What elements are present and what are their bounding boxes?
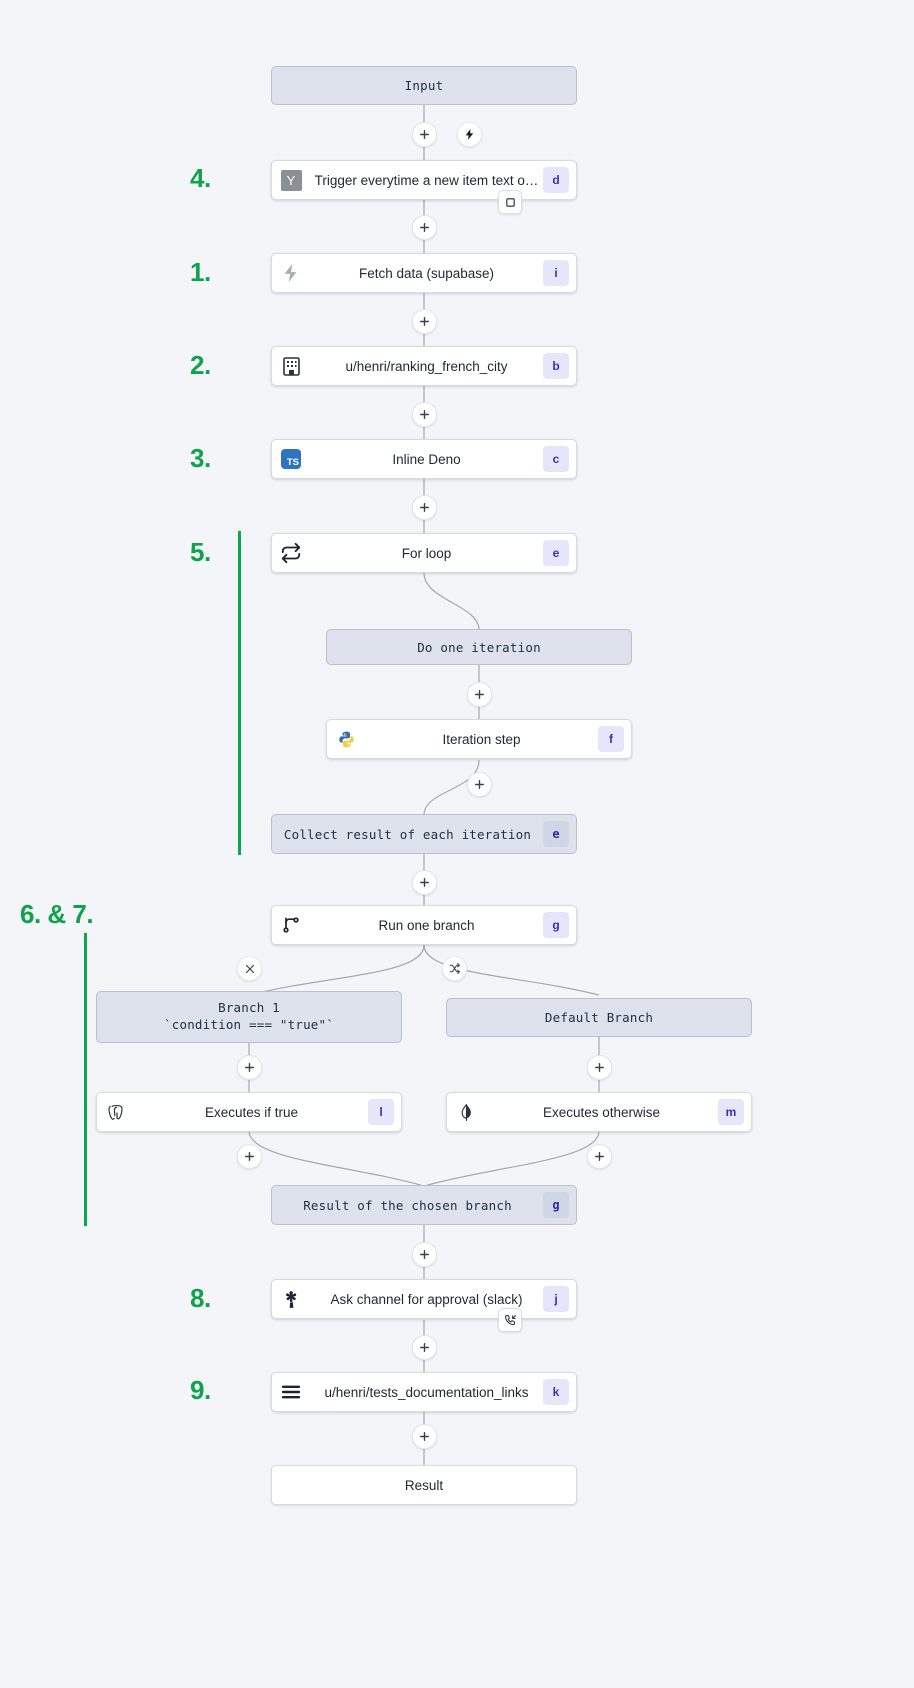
add-step-button[interactable] (412, 1424, 437, 1449)
node-iteration-step[interactable]: Iteration step f (326, 719, 632, 759)
y-combinator-icon: Y (272, 161, 310, 199)
add-step-button[interactable] (467, 682, 492, 707)
add-step-button[interactable] (412, 122, 437, 147)
node-trigger-badge: d (543, 167, 569, 193)
node-ranking-french-city-badge: b (543, 353, 569, 379)
add-step-button[interactable] (237, 1144, 262, 1169)
node-ranking-french-city[interactable]: u/henri/ranking_french_city b (271, 346, 577, 386)
add-step-button[interactable] (587, 1055, 612, 1080)
node-default-branch[interactable]: Default Branch (446, 998, 752, 1037)
node-fetch-data-badge: i (543, 260, 569, 286)
node-result-label: Result (404, 1477, 444, 1493)
node-ranking-french-city-label: u/henri/ranking_french_city (345, 358, 508, 374)
node-run-one-branch-badge: g (543, 912, 569, 938)
mongodb-icon (447, 1093, 485, 1131)
node-trigger[interactable]: Y Trigger everytime a new item text o… d (271, 160, 577, 200)
git-branch-icon (272, 906, 310, 944)
node-result-of-chosen-branch[interactable]: Result of the chosen branch g (271, 1185, 577, 1225)
step-label-4: 4. (190, 163, 211, 193)
node-result[interactable]: Result (271, 1465, 577, 1505)
node-executes-if-true-label: Executes if true (204, 1104, 299, 1120)
asterisk-gear-icon (272, 1280, 310, 1318)
add-step-button[interactable] (467, 772, 492, 797)
node-collect-result-label: Collect result of each iteration (283, 826, 532, 842)
node-ask-channel-approval-label: Ask channel for approval (slack) (330, 1291, 523, 1307)
node-default-branch-label: Default Branch (544, 1010, 654, 1025)
add-step-button[interactable] (412, 309, 437, 334)
loop-arrows-icon (272, 534, 310, 572)
building-icon (272, 347, 310, 385)
node-executes-otherwise[interactable]: Executes otherwise m (446, 1092, 752, 1132)
node-inline-deno-label: Inline Deno (392, 451, 461, 467)
node-inline-deno-badge: c (543, 446, 569, 472)
step-label-1: 1. (190, 257, 211, 287)
node-iteration-step-badge: f (598, 726, 624, 752)
node-executes-if-true-badge: l (368, 1099, 394, 1125)
step-label-5: 5. (190, 537, 211, 567)
postgresql-icon (97, 1093, 135, 1131)
python-icon (327, 720, 365, 758)
node-input[interactable]: Input (271, 66, 577, 105)
add-step-button[interactable] (412, 402, 437, 427)
node-iteration-step-label: Iteration step (442, 731, 521, 747)
approval-callback-button[interactable] (498, 1308, 522, 1332)
node-ask-channel-approval-badge: j (543, 1286, 569, 1312)
add-step-button[interactable] (412, 870, 437, 895)
node-run-one-branch-label: Run one branch (378, 917, 475, 933)
node-for-loop[interactable]: For loop e (271, 533, 577, 573)
node-fetch-data[interactable]: Fetch data (supabase) i (271, 253, 577, 293)
node-result-of-chosen-branch-label: Result of the chosen branch (303, 1197, 512, 1213)
node-executes-if-true[interactable]: Executes if true l (96, 1092, 402, 1132)
add-step-button[interactable] (412, 1335, 437, 1360)
step-label-2: 2. (190, 350, 211, 380)
typescript-icon: TS (272, 440, 310, 478)
node-do-one-iteration[interactable]: Do one iteration (326, 629, 632, 665)
shuffle-branches-button[interactable] (442, 956, 467, 981)
node-collect-result[interactable]: Collect result of each iteration e (271, 814, 577, 854)
loop-scope-bar (238, 531, 241, 855)
node-executes-otherwise-label: Executes otherwise (542, 1104, 661, 1120)
node-fetch-data-label: Fetch data (supabase) (358, 265, 495, 281)
trigger-bolt-button[interactable] (457, 122, 482, 147)
add-step-button[interactable] (412, 1242, 437, 1267)
node-tests-documentation-links[interactable]: u/henri/tests_documentation_links k (271, 1372, 577, 1412)
node-collect-result-badge: e (543, 821, 569, 847)
node-for-loop-badge: e (543, 540, 569, 566)
node-inline-deno[interactable]: TS Inline Deno c (271, 439, 577, 479)
add-step-button[interactable] (237, 1055, 262, 1080)
supabase-bolt-icon (272, 254, 310, 292)
node-branch-1-title: Branch 1 (218, 1000, 280, 1016)
node-input-label: Input (404, 78, 444, 93)
step-label-9: 9. (190, 1375, 211, 1405)
add-step-button[interactable] (587, 1144, 612, 1169)
hamburger-lines-icon (272, 1373, 310, 1411)
node-trigger-label: Trigger everytime a new item text o… (314, 172, 539, 188)
remove-branch-button[interactable] (237, 956, 262, 981)
node-run-one-branch[interactable]: Run one branch g (271, 905, 577, 945)
node-do-one-iteration-label: Do one iteration (417, 639, 541, 655)
node-branch-1[interactable]: Branch 1 `condition === "true"` (96, 991, 402, 1043)
branch-scope-bar (84, 933, 87, 1226)
node-for-loop-label: For loop (401, 545, 452, 561)
node-executes-otherwise-badge: m (718, 1099, 744, 1125)
node-result-of-chosen-branch-badge: g (543, 1192, 569, 1218)
node-ask-channel-approval[interactable]: Ask channel for approval (slack) j (271, 1279, 577, 1319)
add-step-button[interactable] (412, 215, 437, 240)
step-label-8: 8. (190, 1283, 211, 1313)
node-tests-documentation-links-label: u/henri/tests_documentation_links (324, 1384, 529, 1400)
add-step-button[interactable] (412, 495, 437, 520)
step-label-6-and-7: 6. & 7. (20, 899, 94, 929)
node-tests-documentation-links-badge: k (543, 1379, 569, 1405)
step-label-3: 3. (190, 443, 211, 473)
trigger-toggle-button[interactable] (498, 190, 522, 214)
node-branch-1-condition: `condition === "true"` (164, 1017, 334, 1032)
